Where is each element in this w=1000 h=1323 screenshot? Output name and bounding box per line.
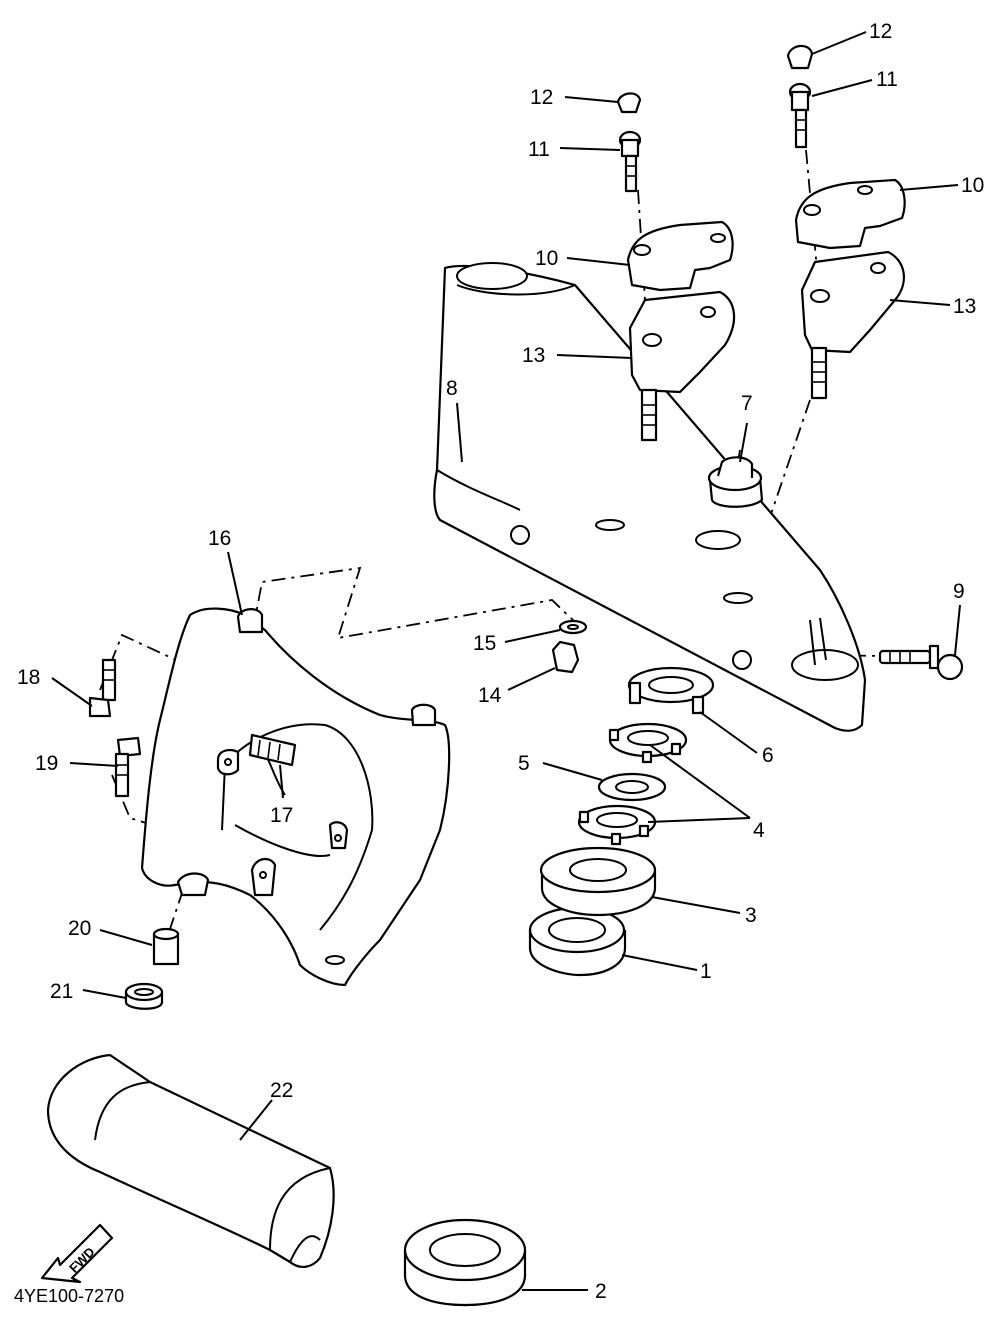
label-11-right: 11 <box>876 68 898 91</box>
leader-lines <box>51 31 961 1291</box>
label-15: 15 <box>473 632 496 655</box>
label-4: 4 <box>753 819 765 842</box>
label-20: 20 <box>68 917 91 940</box>
bolt-part-18[interactable] <box>88 658 117 718</box>
cover-part-22[interactable] <box>46 1053 335 1268</box>
washer-part-15[interactable] <box>558 619 588 635</box>
label-10-left: 10 <box>535 247 558 270</box>
label-13-left: 13 <box>522 344 545 367</box>
washer-part-6[interactable] <box>627 666 715 715</box>
label-10-right: 10 <box>961 174 984 197</box>
handlebar-holder-part-13-left[interactable] <box>628 290 736 442</box>
label-6: 6 <box>762 744 774 767</box>
label-7: 7 <box>741 392 753 415</box>
bracket-part-16[interactable] <box>140 607 451 987</box>
label-18: 18 <box>17 666 40 689</box>
race-part-3[interactable] <box>539 846 657 917</box>
cap-part-12-right[interactable] <box>786 44 814 70</box>
upper-bracket-part-8[interactable] <box>433 262 867 732</box>
upper-holder-part-10-right[interactable] <box>794 178 906 250</box>
nut-part-14[interactable] <box>551 640 580 674</box>
bolt-part-9[interactable] <box>878 644 964 681</box>
forward-arrow-icon: FWD <box>40 1223 114 1284</box>
cap-part-12-left[interactable] <box>616 92 642 114</box>
cap-nut-part-7[interactable] <box>707 456 764 508</box>
label-12-left: 12 <box>530 86 553 109</box>
label-8: 8 <box>446 377 458 400</box>
ring-nut-part-4-upper[interactable] <box>608 722 688 764</box>
diagram-code: 4YE100-7270 <box>14 1286 124 1306</box>
grommet-part-21[interactable] <box>124 982 164 1010</box>
collar-part-20[interactable] <box>152 927 180 966</box>
part-labels: 1 2 3 4 5 6 7 8 9 10 10 11 11 12 12 13 1… <box>17 20 984 1303</box>
label-19: 19 <box>35 752 58 775</box>
label-3: 3 <box>745 904 757 927</box>
washer-part-5[interactable] <box>597 772 667 802</box>
bearing-part-2[interactable] <box>403 1218 527 1307</box>
upper-holder-part-10-left[interactable] <box>626 220 734 292</box>
bolt-part-19[interactable] <box>114 736 142 798</box>
bearing-part-1[interactable] <box>528 906 627 977</box>
label-16: 16 <box>208 527 231 550</box>
bolt-part-11-right[interactable] <box>788 82 812 149</box>
label-17: 17 <box>270 804 293 827</box>
label-12-right: 12 <box>869 20 892 43</box>
handlebar-holder-part-13-right[interactable] <box>800 250 905 400</box>
damper-part-17[interactable] <box>248 733 297 767</box>
label-21: 21 <box>50 980 73 1003</box>
label-13-right: 13 <box>953 295 976 318</box>
label-9: 9 <box>953 580 965 603</box>
label-1: 1 <box>700 960 712 983</box>
bolt-part-11-left[interactable] <box>618 130 642 193</box>
label-14: 14 <box>478 684 502 707</box>
label-5: 5 <box>518 752 530 775</box>
label-11-left: 11 <box>528 138 550 161</box>
label-22: 22 <box>270 1079 293 1102</box>
ring-nut-part-4-lower[interactable] <box>577 804 657 846</box>
label-2: 2 <box>595 1280 607 1303</box>
